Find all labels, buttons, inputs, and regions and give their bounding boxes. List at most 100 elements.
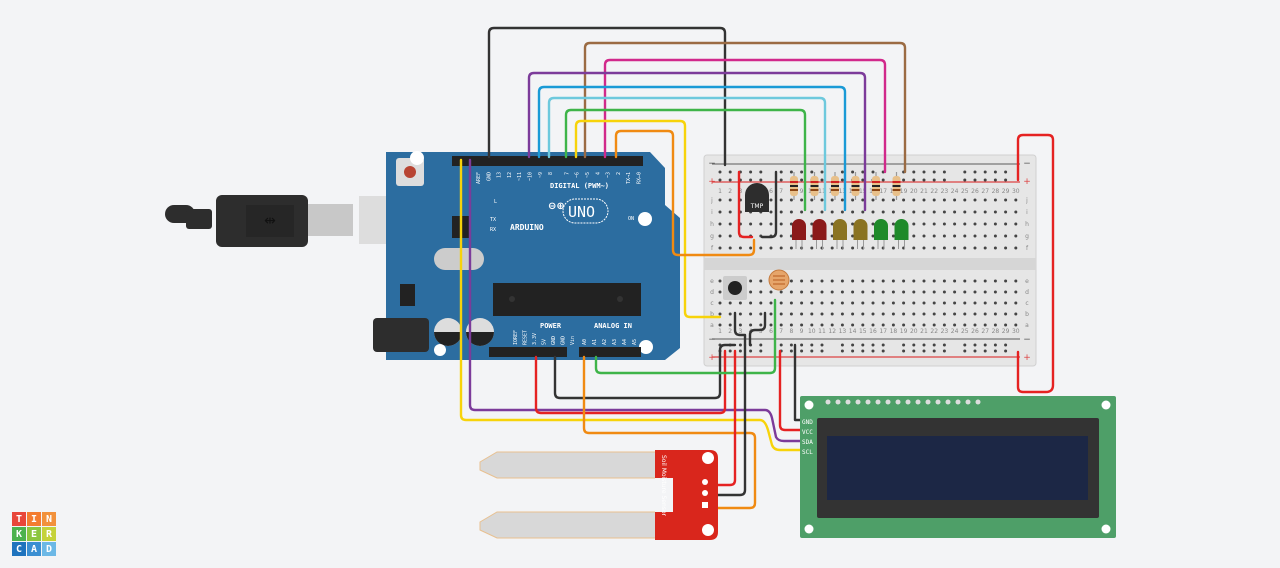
rail-hole[interactable] xyxy=(993,178,997,182)
soil-moisture-sensor[interactable]: Soil Moisture Sensor xyxy=(479,450,718,540)
breadboard-hole[interactable] xyxy=(851,312,855,316)
wire-red[interactable] xyxy=(737,170,754,239)
rail-hole[interactable] xyxy=(993,343,997,347)
breadboard-hole[interactable] xyxy=(993,198,997,202)
breadboard-hole[interactable] xyxy=(912,234,916,238)
rail-hole[interactable] xyxy=(789,343,793,347)
breadboard-hole[interactable] xyxy=(891,222,895,226)
breadboard-hole[interactable] xyxy=(891,210,895,214)
breadboard-hole[interactable] xyxy=(779,222,783,226)
breadboard-hole[interactable] xyxy=(769,301,773,305)
breadboard-hole[interactable] xyxy=(871,301,875,305)
breadboard-hole[interactable] xyxy=(738,246,742,250)
breadboard-hole[interactable] xyxy=(1014,279,1018,283)
breadboard-hole[interactable] xyxy=(922,279,926,283)
breadboard-hole[interactable] xyxy=(963,323,967,327)
rail-hole[interactable] xyxy=(851,349,855,353)
rail-hole[interactable] xyxy=(1004,178,1008,182)
resistor[interactable] xyxy=(831,172,839,200)
rail-hole[interactable] xyxy=(759,170,763,174)
breadboard-hole[interactable] xyxy=(1004,210,1008,214)
breadboard-hole[interactable] xyxy=(973,234,977,238)
breadboard-hole[interactable] xyxy=(820,198,824,202)
rail-hole[interactable] xyxy=(810,170,814,174)
led[interactable] xyxy=(812,219,827,249)
rail-hole[interactable] xyxy=(840,343,844,347)
rail-hole[interactable] xyxy=(881,349,885,353)
rail-hole[interactable] xyxy=(1004,343,1008,347)
breadboard-hole[interactable] xyxy=(851,222,855,226)
breadboard-hole[interactable] xyxy=(932,210,936,214)
breadboard-hole[interactable] xyxy=(891,246,895,250)
rail-hole[interactable] xyxy=(922,343,926,347)
rail-hole[interactable] xyxy=(881,178,885,182)
breadboard-hole[interactable] xyxy=(963,301,967,305)
breadboard-hole[interactable] xyxy=(993,210,997,214)
breadboard-hole[interactable] xyxy=(993,312,997,316)
rail-hole[interactable] xyxy=(973,170,977,174)
rail-hole[interactable] xyxy=(800,178,804,182)
rail-hole[interactable] xyxy=(820,178,824,182)
breadboard-hole[interactable] xyxy=(1014,198,1018,202)
wire-red[interactable] xyxy=(778,349,802,432)
rail-hole[interactable] xyxy=(871,349,875,353)
rail-hole[interactable] xyxy=(728,170,732,174)
breadboard-hole[interactable] xyxy=(942,312,946,316)
breadboard-hole[interactable] xyxy=(1014,312,1018,316)
rail-hole[interactable] xyxy=(851,343,855,347)
breadboard-hole[interactable] xyxy=(789,279,793,283)
breadboard-hole[interactable] xyxy=(769,290,773,294)
rail-hole[interactable] xyxy=(789,170,793,174)
breadboard-hole[interactable] xyxy=(718,234,722,238)
breadboard-hole[interactable] xyxy=(922,323,926,327)
led[interactable] xyxy=(833,219,847,249)
breadboard-hole[interactable] xyxy=(942,290,946,294)
breadboard-hole[interactable] xyxy=(851,234,855,238)
breadboard-hole[interactable] xyxy=(881,210,885,214)
breadboard-hole[interactable] xyxy=(840,323,844,327)
resistor[interactable] xyxy=(872,172,880,200)
rail-hole[interactable] xyxy=(759,343,763,347)
breadboard-hole[interactable] xyxy=(912,198,916,202)
breadboard-hole[interactable] xyxy=(861,279,865,283)
breadboard-hole[interactable] xyxy=(922,290,926,294)
breadboard-hole[interactable] xyxy=(779,198,783,202)
breadboard-hole[interactable] xyxy=(902,198,906,202)
breadboard-hole[interactable] xyxy=(922,301,926,305)
rail-hole[interactable] xyxy=(718,170,722,174)
breadboard-hole[interactable] xyxy=(779,312,783,316)
rail-hole[interactable] xyxy=(759,178,763,182)
breadboard-hole[interactable] xyxy=(779,210,783,214)
breadboard-hole[interactable] xyxy=(749,246,753,250)
rail-hole[interactable] xyxy=(820,170,824,174)
breadboard-hole[interactable] xyxy=(789,210,793,214)
wire-black[interactable] xyxy=(487,26,727,167)
breadboard-hole[interactable] xyxy=(830,246,834,250)
wire-red[interactable] xyxy=(534,349,727,415)
rail-hole[interactable] xyxy=(942,349,946,353)
breadboard-hole[interactable] xyxy=(942,234,946,238)
breadboard-hole[interactable] xyxy=(963,246,967,250)
rail-hole[interactable] xyxy=(738,349,742,353)
led[interactable] xyxy=(792,219,806,249)
breadboard-hole[interactable] xyxy=(800,210,804,214)
rail-hole[interactable] xyxy=(932,170,936,174)
breadboard-hole[interactable] xyxy=(1014,222,1018,226)
breadboard-hole[interactable] xyxy=(963,279,967,283)
rail-hole[interactable] xyxy=(912,170,916,174)
breadboard-hole[interactable] xyxy=(1014,323,1018,327)
breadboard-hole[interactable] xyxy=(749,301,753,305)
breadboard-hole[interactable] xyxy=(871,210,875,214)
breadboard-hole[interactable] xyxy=(840,301,844,305)
breadboard-hole[interactable] xyxy=(728,210,732,214)
breadboard-hole[interactable] xyxy=(1004,323,1008,327)
breadboard-hole[interactable] xyxy=(1004,301,1008,305)
breadboard-hole[interactable] xyxy=(983,279,987,283)
breadboard-hole[interactable] xyxy=(749,290,753,294)
breadboard-hole[interactable] xyxy=(789,301,793,305)
breadboard-hole[interactable] xyxy=(871,246,875,250)
breadboard-hole[interactable] xyxy=(973,312,977,316)
breadboard-hole[interactable] xyxy=(912,301,916,305)
